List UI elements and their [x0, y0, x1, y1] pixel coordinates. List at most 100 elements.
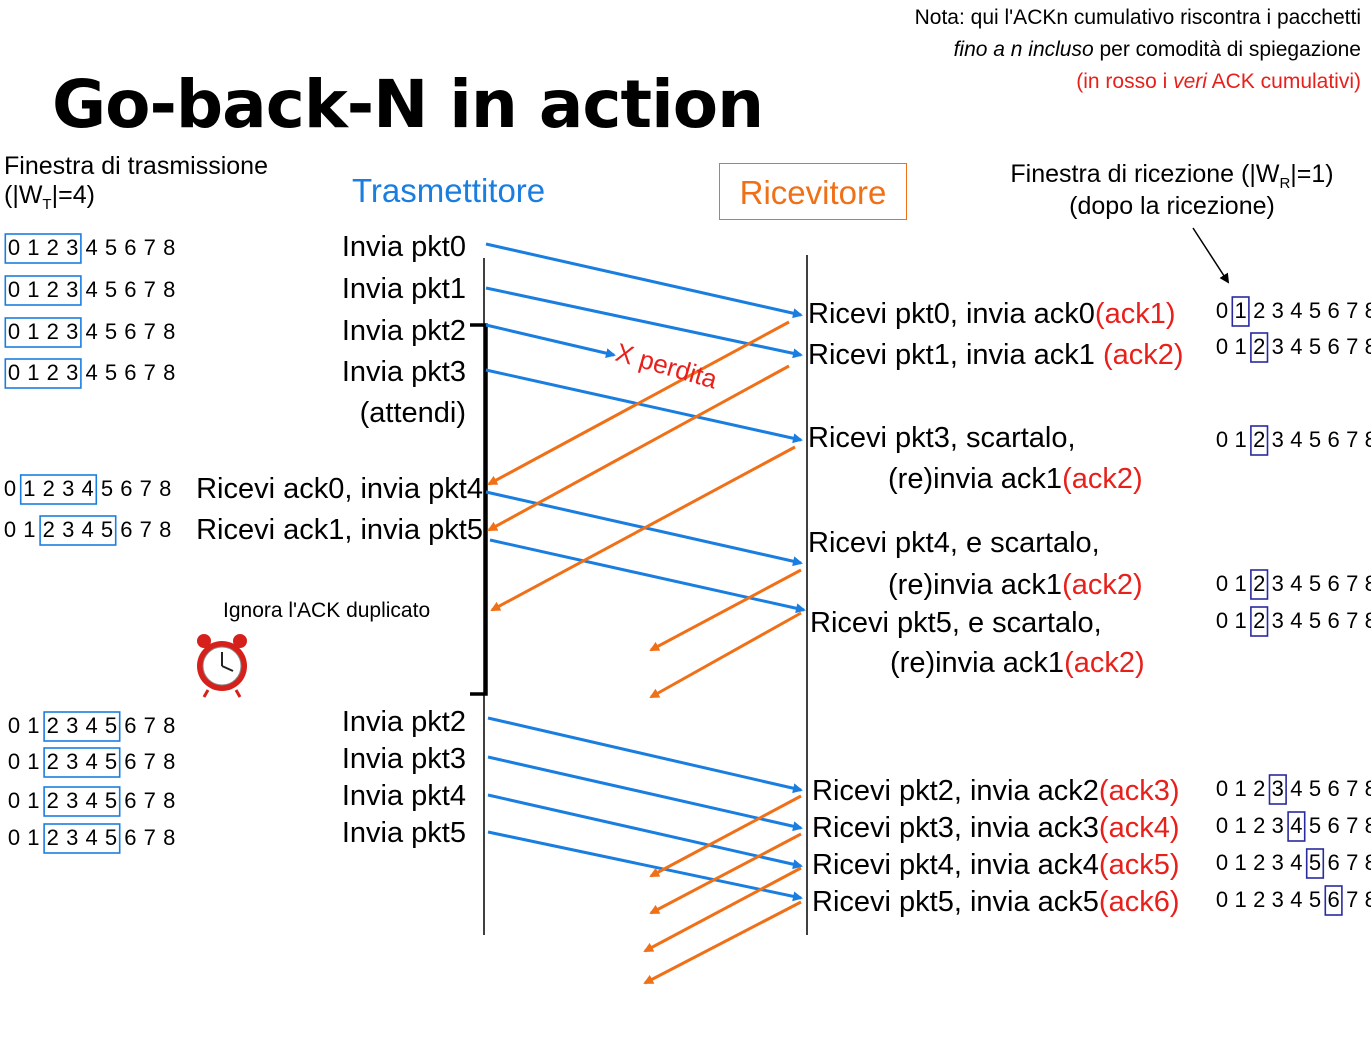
seq-digit: 4	[85, 235, 97, 260]
receiver-event-11: Ricevi pkt5, invia ack5(ack6)	[812, 886, 1179, 918]
receiver-event-2: Ricevi pkt3, scartalo,	[808, 422, 1076, 454]
seq-digit: 4	[85, 277, 97, 302]
sender-event-3: Invia pkt3	[342, 356, 466, 388]
seq-digit: 2	[1253, 887, 1265, 912]
window-box	[4, 233, 82, 264]
note-line-2-rest: per comodità di spiegazione	[1093, 38, 1361, 61]
seq-digit: 8	[163, 277, 175, 302]
seq-digit: 4	[85, 788, 97, 813]
packet-arrow-2	[485, 323, 616, 359]
seq-digit: 4	[1290, 850, 1302, 875]
seq-digit: 1	[23, 517, 35, 542]
seq-digit: 5	[105, 277, 117, 302]
receiver-window-label-line2: (dopo la ricezione)	[1069, 192, 1275, 220]
sender-event-10: Invia pkt5	[342, 817, 466, 849]
seq-digit: 2	[43, 476, 55, 501]
seq-digit: 7	[144, 277, 156, 302]
seq-digit: 5	[105, 713, 117, 738]
seq-digit: 4	[1290, 298, 1302, 323]
window-box	[43, 711, 121, 742]
seq-digit: 4	[85, 319, 97, 344]
seq-digit: 0	[8, 319, 20, 344]
seq-digit: 4	[85, 360, 97, 385]
receiver-event-6: Ricevi pkt5, e scartalo,	[810, 607, 1102, 639]
seq-digit: 3	[66, 713, 78, 738]
seq-digit: 8	[1365, 298, 1371, 323]
seq-digit: 3	[66, 319, 78, 344]
ack-arrow-4	[649, 611, 802, 699]
seq-digit: 1	[27, 788, 39, 813]
seq-digit: 6	[124, 277, 136, 302]
seq-digit: 6	[1327, 571, 1339, 596]
seq-digit: 6	[1327, 887, 1339, 912]
seq-digit: 1	[1234, 571, 1246, 596]
seq-digit: 1	[27, 749, 39, 774]
seq-digit: 5	[1309, 427, 1321, 452]
seq-digit: 3	[1272, 608, 1284, 633]
receiver-event-0: Ricevi pkt0, invia ack0(ack1)	[808, 298, 1175, 330]
seq-digit: 0	[8, 360, 20, 385]
seq-digit: 3	[66, 360, 78, 385]
seq-digit: 6	[120, 476, 132, 501]
seq-digit: 7	[1346, 776, 1358, 801]
seq-digit: 2	[47, 788, 59, 813]
window-box	[1305, 848, 1325, 879]
receiver-event-7: (re)invia ack1(ack2)	[890, 647, 1145, 679]
seq-digit: 2	[1253, 427, 1265, 452]
seq-digit: 8	[163, 360, 175, 385]
packet-arrow-5	[489, 538, 806, 614]
seq-digit: 8	[163, 825, 175, 850]
packet-arrow-0	[485, 242, 803, 319]
seq-digit: 7	[140, 517, 152, 542]
receiver-window-label: Finestra di ricezione (|WR|=1) (dopo la …	[987, 160, 1357, 221]
seq-digit: 6	[1327, 334, 1339, 359]
packet-arrow-6	[487, 716, 803, 794]
receiver-event-10: Ricevi pkt4, invia ack4(ack5)	[812, 849, 1179, 881]
seq-digit: 3	[66, 788, 78, 813]
window-box	[1250, 569, 1269, 600]
sender-event-1: Invia pkt1	[342, 273, 466, 305]
seq-digit: 1	[27, 319, 39, 344]
seq-digit: 7	[1346, 813, 1358, 838]
seq-digit: 1	[1234, 334, 1246, 359]
seq-digit: 0	[1216, 298, 1228, 323]
sender-window-label-sub: T	[42, 196, 52, 213]
seq-digit: 7	[144, 749, 156, 774]
sender-event-6: Ricevi ack1, invia pkt5	[196, 514, 483, 546]
seq-digit: 3	[1272, 776, 1284, 801]
seq-digit: 0	[4, 517, 16, 542]
seq-digit: 4	[1290, 571, 1302, 596]
alarm-clock-icon	[197, 634, 247, 698]
seq-digit: 8	[1365, 427, 1371, 452]
seq-digit: 5	[105, 749, 117, 774]
window-box	[43, 786, 121, 817]
seq-digit: 1	[27, 825, 39, 850]
window-box	[19, 474, 98, 505]
window-box	[1324, 885, 1343, 916]
window-box	[1250, 332, 1269, 363]
seq-digit: 0	[1216, 608, 1228, 633]
seq-digit: 6	[124, 825, 136, 850]
seq-digit: 8	[1365, 571, 1371, 596]
ignore-duplicate-ack-label: Ignora l'ACK duplicato	[223, 599, 431, 622]
seq-digit: 4	[1290, 427, 1302, 452]
receiver-event-4: Ricevi pkt4, e scartalo,	[808, 527, 1100, 559]
seq-digit: 1	[27, 235, 39, 260]
seq-digit: 1	[1234, 776, 1246, 801]
seq-digit: 5	[1309, 571, 1321, 596]
packet-arrow-8	[487, 793, 803, 870]
seq-digit: 7	[1346, 887, 1358, 912]
pointer-arrow	[1192, 227, 1230, 284]
seq-digit: 5	[101, 517, 113, 542]
seq-digit: 3	[1272, 887, 1284, 912]
seq-digit: 5	[1309, 887, 1321, 912]
ack-arrow-6	[649, 832, 802, 915]
seq-digit: 7	[1346, 608, 1358, 633]
